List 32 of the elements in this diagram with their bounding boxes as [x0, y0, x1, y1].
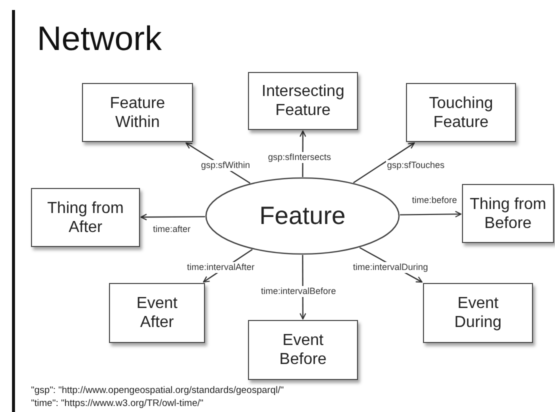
arrow [353, 142, 415, 184]
edge-label: time:intervalDuring [352, 262, 430, 273]
node-label: Event During [453, 294, 503, 332]
node-label: Intersecting Feature [260, 82, 346, 120]
class-box [248, 72, 358, 130]
class-ellipse [205, 177, 400, 255]
class-box [31, 188, 140, 247]
edge-label: time:after [152, 224, 192, 235]
class-box [406, 83, 516, 142]
edge-label: time:intervalBefore [260, 286, 338, 297]
class-box [109, 283, 205, 343]
node-label: Feature [258, 202, 347, 230]
edge-label: time:intervalAfter [186, 262, 256, 273]
edge-label: time:before [411, 195, 458, 206]
edge-label: gsp:sfTouches [386, 160, 446, 171]
arrow [140, 214, 206, 220]
node-label: Thing from After [46, 198, 125, 236]
node-label: Thing from Before [468, 194, 548, 232]
class-box [248, 320, 358, 380]
title: Network [37, 20, 162, 59]
node-label: Feature Within [108, 94, 166, 132]
node-label: Touching Feature [428, 94, 494, 132]
footnote: "gsp": "http://www.opengeospatial.org/standards/geosparql/" [31, 385, 284, 396]
node-label: Event After [136, 294, 178, 332]
class-box [82, 83, 193, 142]
edge-label: gsp:sfWithin [200, 160, 252, 171]
class-box [462, 184, 554, 243]
class-box [423, 283, 533, 343]
edge-label: gsp:sfIntersects [267, 152, 332, 163]
node-label: Event Before [278, 331, 328, 369]
arrow [400, 210, 462, 218]
footnote: "time": "https://www.w3.org/TR/owl-time/" [31, 398, 204, 409]
